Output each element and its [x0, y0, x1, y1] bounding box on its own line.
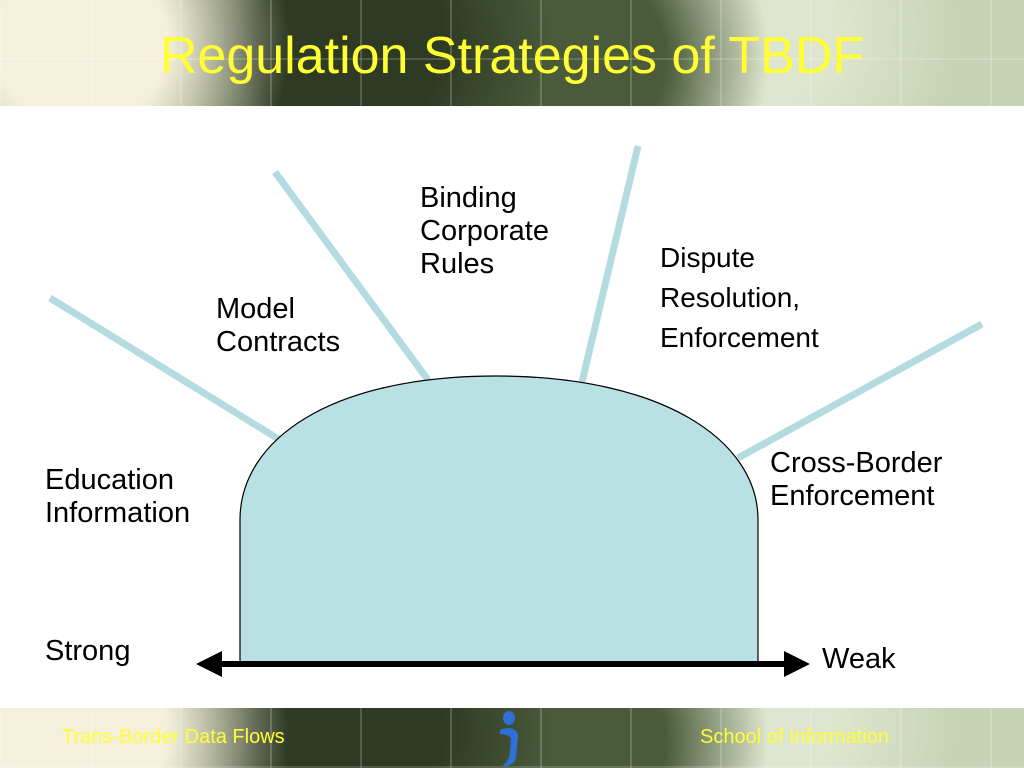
arrowhead-left	[196, 651, 222, 677]
arrowhead-right	[784, 651, 810, 677]
ray-dispute	[578, 145, 642, 383]
strategy-dome	[239, 375, 759, 663]
label-cross-border-enforcement: Cross-Border Enforcement	[770, 447, 943, 512]
ray-education	[48, 295, 282, 443]
footer-school-name: School of Information	[700, 726, 889, 748]
label-education-information: Education Information	[45, 464, 191, 529]
label-binding-corporate-rules: Binding Corporate Rules	[420, 182, 549, 280]
label-dispute-resolution: Dispute Resolution, Enforcement	[660, 242, 819, 353]
header-banner	[0, 0, 1024, 106]
footer-course-name: Trans-Border Data Flows	[62, 726, 285, 748]
i-person-logo-icon	[500, 711, 518, 767]
ray-model	[272, 169, 431, 383]
ray-crossborder	[736, 320, 984, 462]
label-model-contracts: Model Contracts	[216, 293, 341, 358]
label-strong: Strong	[45, 635, 131, 667]
label-weak: Weak	[822, 643, 896, 675]
slide-title: Regulation Strategies of TBDF	[159, 27, 865, 85]
